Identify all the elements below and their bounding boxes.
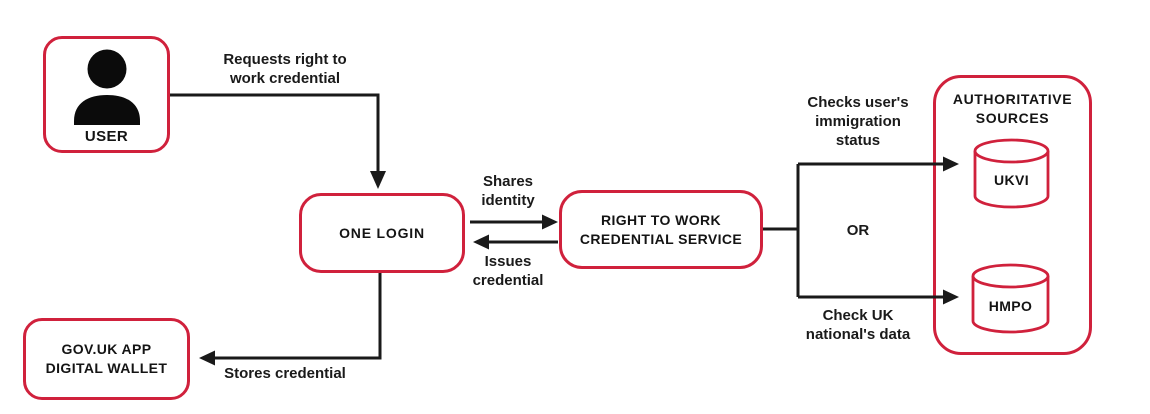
govuk-wallet-node: GOV.UK APP DIGITAL WALLET (23, 318, 190, 400)
stores-credential-label: Stores credential (224, 365, 346, 382)
flow-lines (170, 93, 944, 360)
hmpo-label: HMPO (988, 298, 1033, 314)
or-label: OR (846, 222, 870, 239)
arrowhead-right-ukvi (943, 156, 959, 172)
arrowhead-left-wallet (199, 350, 215, 366)
rtw-credential-service-node: RIGHT TO WORK CREDENTIAL SERVICE (559, 190, 763, 269)
requests-credential-label: Requests right to work credential (223, 51, 347, 87)
checks-immigration-status-label: Checks user's immigration status (807, 94, 909, 149)
check-uk-national-data-label: Check UK national's data (805, 307, 911, 343)
authoritative-sources-label: AUTHORITATIVE SOURCES (952, 91, 1073, 126)
user-label: USER (84, 128, 129, 145)
person-icon (73, 49, 140, 125)
edge-stores-line (214, 273, 382, 360)
rtw-credential-service-label: RIGHT TO WORK CREDENTIAL SERVICE (579, 211, 743, 247)
govuk-wallet-label: GOV.UK APP DIGITAL WALLET (45, 341, 168, 376)
ukvi-label: UKVI (993, 172, 1030, 188)
edge-requests-line (170, 93, 380, 172)
arrowhead-down-one-login (370, 171, 386, 189)
issues-credential-label: Issues credential (472, 253, 544, 289)
hmpo-database-icon (971, 263, 1050, 334)
shares-identity-label: Shares identity (481, 173, 535, 209)
arrowhead-right-hmpo (943, 289, 959, 305)
arrowhead-right-rtw (542, 214, 558, 230)
user-node: USER (43, 36, 170, 153)
one-login-node: ONE LOGIN (299, 193, 465, 273)
arrowheads (199, 156, 959, 366)
ukvi-database-icon (973, 138, 1050, 209)
arrowhead-left-one-login (473, 234, 489, 250)
one-login-label: ONE LOGIN (339, 224, 425, 241)
